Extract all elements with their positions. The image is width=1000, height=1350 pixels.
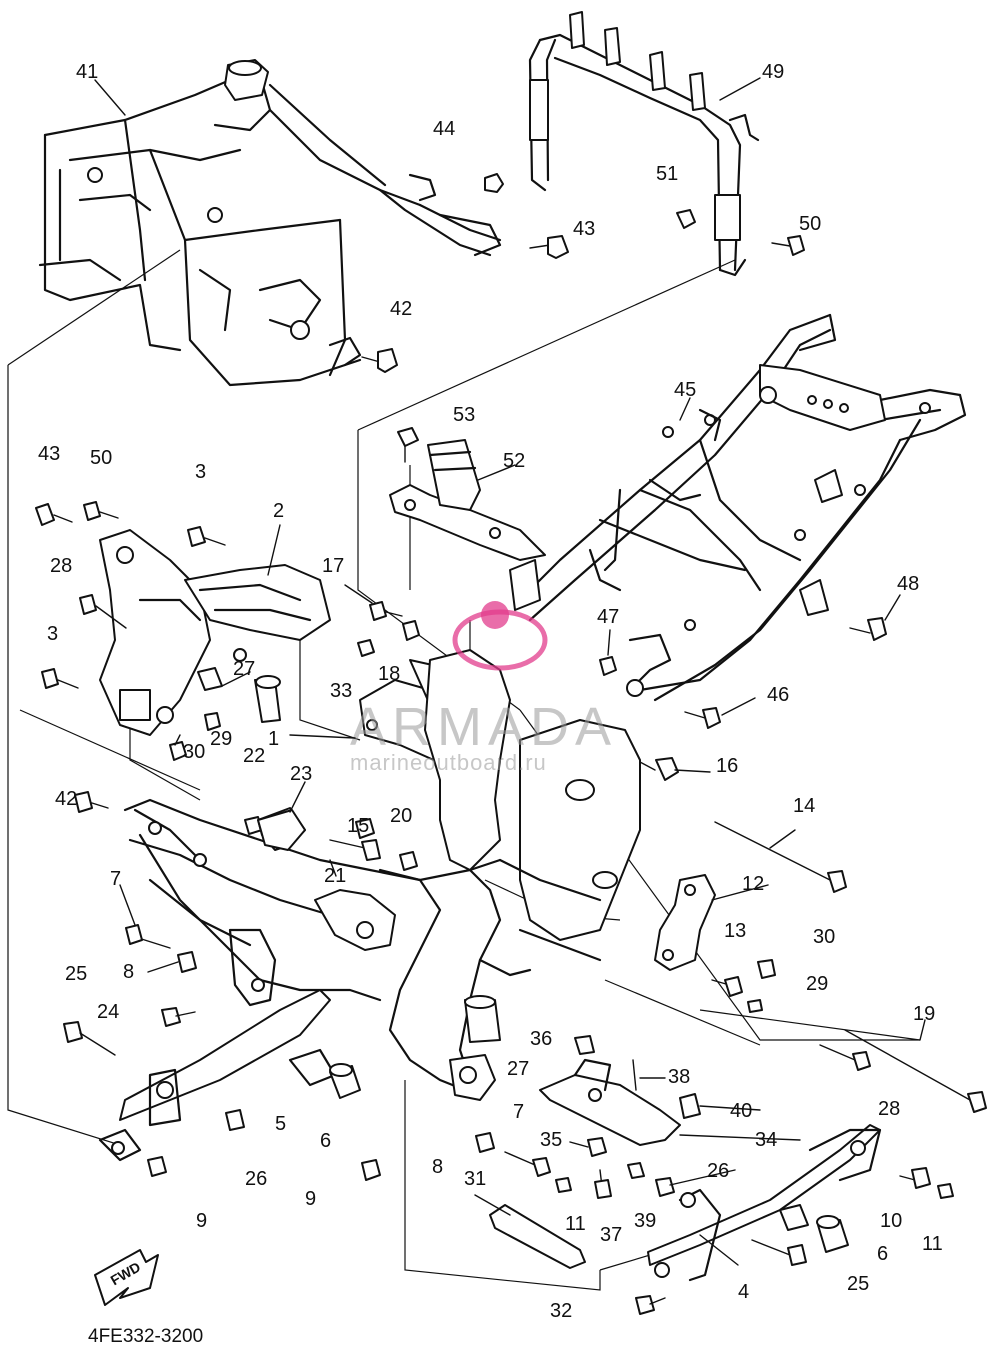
callout-37: 37 — [600, 1224, 622, 1246]
callout-28-right: 28 — [878, 1098, 900, 1120]
callout-18: 18 — [378, 663, 400, 685]
callout-14: 14 — [793, 795, 815, 817]
part-code: 4FE332-3200 — [88, 1326, 203, 1347]
callout-22: 22 — [243, 745, 265, 767]
watermark-logo-icon — [452, 601, 548, 671]
callout-6-right: 6 — [877, 1243, 888, 1265]
callout-46: 46 — [767, 684, 789, 706]
callout-28: 28 — [50, 555, 72, 577]
callout-11-right: 11 — [922, 1233, 943, 1255]
fwd-arrow-icon: FWD — [94, 1249, 159, 1306]
rear-fasteners — [599, 617, 887, 729]
bracket-23 — [257, 809, 306, 851]
callout-23: 23 — [290, 763, 312, 785]
callout-49: 49 — [762, 61, 784, 83]
callout-50: 50 — [799, 213, 821, 235]
callout-35: 35 — [540, 1129, 562, 1151]
callout-33: 33 — [330, 680, 352, 702]
callout-leaders — [94, 77, 926, 1266]
callout-15: 15 — [347, 815, 369, 837]
callout-47: 47 — [597, 606, 619, 628]
lower-crossmember-4 — [635, 1124, 954, 1315]
callout-11: 11 — [565, 1213, 586, 1235]
callout-29: 29 — [210, 728, 232, 750]
watermark: ARMADA marineoutboard.ru — [350, 601, 617, 775]
callout-53: 53 — [453, 404, 475, 426]
callout-25: 25 — [65, 963, 87, 985]
callout-4: 4 — [738, 1281, 749, 1303]
callout-32: 32 — [550, 1300, 572, 1322]
callout-27-lower: 27 — [507, 1058, 529, 1080]
callout-24: 24 — [97, 1001, 119, 1023]
callout-39: 39 — [634, 1210, 656, 1232]
callout-16: 16 — [716, 755, 738, 777]
callout-45: 45 — [674, 379, 696, 401]
callout-1: 1 — [268, 728, 279, 750]
callout-40: 40 — [730, 1100, 752, 1122]
callout-38: 38 — [668, 1066, 690, 1088]
callout-20: 20 — [390, 805, 412, 827]
callout-17: 17 — [322, 555, 344, 577]
callout-26: 26 — [245, 1168, 267, 1190]
rear-frame-45 — [518, 313, 967, 702]
callout-30-right: 30 — [813, 926, 835, 948]
watermark-brand: ARMADA — [350, 697, 617, 757]
callout-25-right: 25 — [847, 1273, 869, 1295]
callout-34: 34 — [755, 1129, 777, 1151]
callout-labels: 41 44 43 49 51 50 42 45 53 52 43 50 3 2 … — [38, 61, 943, 1322]
callout-41: 41 — [76, 61, 98, 83]
callout-10: 10 — [880, 1210, 902, 1232]
callout-50-left: 50 — [90, 447, 112, 469]
callout-5: 5 — [275, 1113, 286, 1135]
callout-48: 48 — [897, 573, 919, 595]
callout-8-lower: 8 — [432, 1156, 443, 1178]
callout-52: 52 — [503, 450, 525, 472]
top-fasteners — [361, 173, 805, 463]
callout-21: 21 — [324, 865, 346, 887]
callout-3-lower: 3 — [47, 623, 58, 645]
bracket-52 — [389, 439, 546, 611]
callout-13: 13 — [724, 920, 746, 942]
callout-19: 19 — [913, 1003, 935, 1025]
callout-9: 9 — [196, 1210, 207, 1232]
callout-43-left: 43 — [38, 443, 60, 465]
callout-3: 3 — [195, 461, 206, 483]
callout-51: 51 — [656, 163, 678, 185]
seat-rail-49 — [528, 11, 760, 277]
callout-27: 27 — [233, 658, 255, 680]
lower-crossmember-5 — [63, 924, 586, 1269]
callout-42-left: 42 — [55, 788, 77, 810]
callout-43: 43 — [573, 218, 595, 240]
plate-34 — [539, 1035, 701, 1199]
callout-44: 44 — [433, 118, 455, 140]
watermark-site: marineoutboard.ru — [350, 750, 547, 775]
callout-26-right: 26 — [707, 1160, 729, 1182]
callout-42: 42 — [390, 298, 412, 320]
callout-30: 30 — [183, 741, 205, 763]
bracket-12 — [639, 757, 987, 1113]
main-lower-frame — [123, 649, 641, 1101]
engine-mount-2 — [99, 529, 331, 736]
callout-6: 6 — [320, 1130, 331, 1152]
callout-36: 36 — [530, 1028, 552, 1050]
callout-9-lower: 9 — [305, 1188, 316, 1210]
callout-7: 7 — [110, 868, 121, 890]
callout-7-lower: 7 — [513, 1101, 524, 1123]
callout-12: 12 — [742, 873, 764, 895]
callout-8: 8 — [123, 961, 134, 983]
callout-31: 31 — [464, 1168, 486, 1190]
upper-front-frame-41 — [38, 59, 502, 387]
callout-29-right: 29 — [806, 973, 828, 995]
callout-2: 2 — [273, 500, 284, 522]
